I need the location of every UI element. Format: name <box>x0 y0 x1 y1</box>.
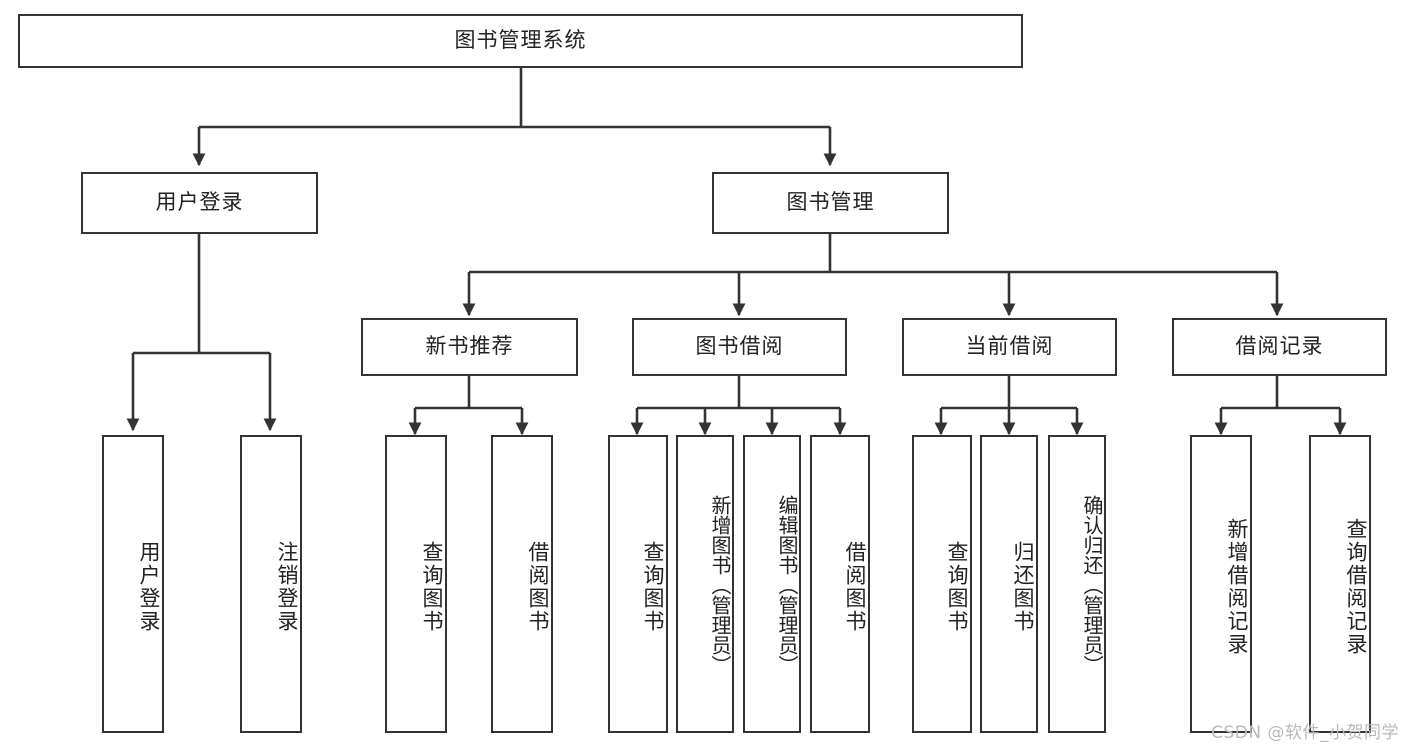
node-new-book-recommend-label: 新书推荐 <box>425 334 514 359</box>
leaf-return-book-label: 归还图书 <box>1011 541 1035 633</box>
leaf-query-book-recommend-label: 查询图书 <box>420 541 444 633</box>
leaf-query-borrow-record[interactable]: 查询借阅记录 <box>1309 435 1371 733</box>
node-current-borrow-label: 当前借阅 <box>965 334 1054 359</box>
leaf-query-book-borrow[interactable]: 查询图书 <box>608 435 668 733</box>
leaf-confirm-return-admin[interactable]: 确认归还（管理员） <box>1048 435 1106 733</box>
leaf-edit-book-admin-label: 编辑图书（管理员） <box>775 495 799 675</box>
leaf-query-borrow-record-label: 查询借阅记录 <box>1344 518 1368 656</box>
leaf-borrow-book-label: 借阅图书 <box>843 541 867 633</box>
leaf-add-book-admin[interactable]: 新增图书（管理员） <box>676 435 734 733</box>
leaf-add-book-admin-label: 新增图书（管理员） <box>708 495 732 675</box>
leaf-user-login[interactable]: 用户登录 <box>102 435 164 733</box>
node-borrow-record-label: 借阅记录 <box>1235 334 1324 359</box>
node-current-borrow[interactable]: 当前借阅 <box>902 318 1117 376</box>
node-user-login[interactable]: 用户登录 <box>81 172 318 234</box>
leaf-logout-label: 注销登录 <box>275 541 299 633</box>
node-user-login-label: 用户登录 <box>155 190 244 215</box>
node-book-borrow-label: 图书借阅 <box>695 334 784 359</box>
node-new-book-recommend[interactable]: 新书推荐 <box>361 318 578 376</box>
leaf-query-book-recommend[interactable]: 查询图书 <box>385 435 447 733</box>
leaf-query-book-current-label: 查询图书 <box>945 541 969 633</box>
leaf-return-book[interactable]: 归还图书 <box>980 435 1038 733</box>
leaf-user-login-label: 用户登录 <box>137 541 161 633</box>
leaf-borrow-book-recommend-label: 借阅图书 <box>526 541 550 633</box>
leaf-add-borrow-record-label: 新增借阅记录 <box>1225 518 1249 656</box>
leaf-confirm-return-admin-label: 确认归还（管理员） <box>1080 495 1104 675</box>
node-root-label: 图书管理系统 <box>454 28 587 53</box>
node-borrow-record[interactable]: 借阅记录 <box>1172 318 1387 376</box>
leaf-add-borrow-record[interactable]: 新增借阅记录 <box>1190 435 1252 733</box>
csdn-watermark: CSDN @软件_小贺同学 <box>1211 723 1399 743</box>
node-book-borrow[interactable]: 图书借阅 <box>632 318 847 376</box>
leaf-borrow-book-recommend[interactable]: 借阅图书 <box>491 435 553 733</box>
leaf-logout[interactable]: 注销登录 <box>240 435 302 733</box>
node-book-management-label: 图书管理 <box>786 190 875 215</box>
leaf-edit-book-admin[interactable]: 编辑图书（管理员） <box>743 435 801 733</box>
node-root[interactable]: 图书管理系统 <box>18 14 1023 68</box>
leaf-query-book-current[interactable]: 查询图书 <box>912 435 972 733</box>
leaf-query-book-borrow-label: 查询图书 <box>641 541 665 633</box>
node-book-management[interactable]: 图书管理 <box>712 172 949 234</box>
leaf-borrow-book[interactable]: 借阅图书 <box>810 435 870 733</box>
